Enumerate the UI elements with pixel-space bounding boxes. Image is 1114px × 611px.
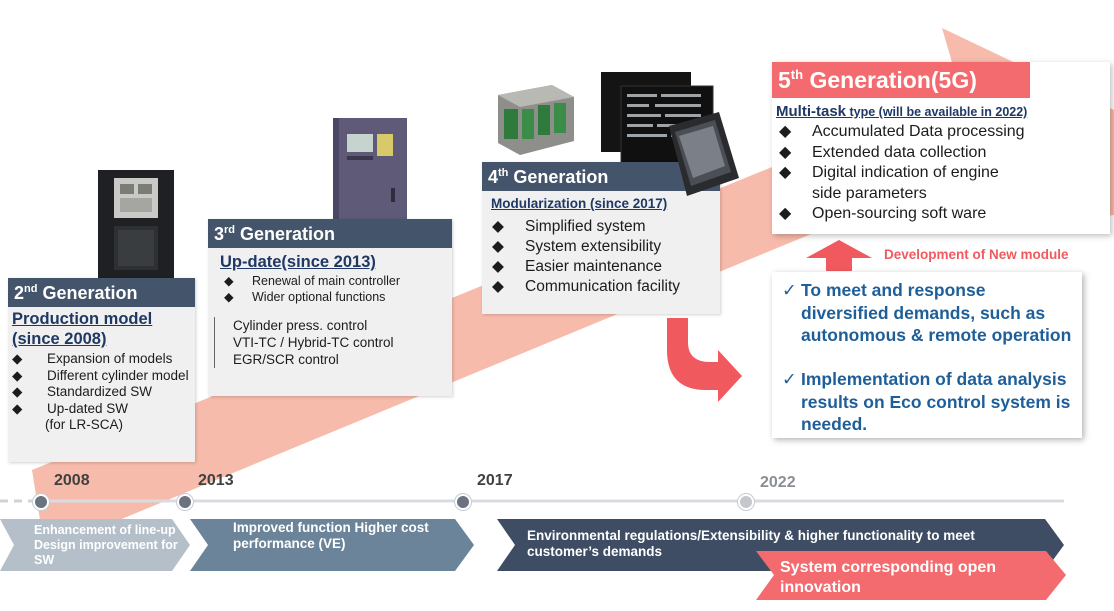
gen3-control-item: VTI-TC / Hybrid-TC control [233, 335, 394, 350]
gen4-item: Communication facility [492, 277, 720, 297]
chevron-phase-2 [190, 519, 474, 571]
gen5-item: Open-sourcing soft ware [779, 204, 1110, 225]
gen4-item: Simplified system [492, 217, 720, 237]
timeline-dot-icon [455, 494, 471, 510]
module-unit-image [494, 85, 576, 157]
check-icon: ✓ [782, 369, 797, 389]
gen3-list: Renewal of main controller Wider optiona… [208, 272, 452, 305]
gen5-box: 5th Generation(5G) Multi-task type (will… [772, 62, 1110, 234]
gen2-item-note: (for LR-SCA) [45, 417, 124, 432]
gen3-controls: Cylinder press. control VTI-TC / Hybrid-… [214, 317, 452, 368]
gen5-item: Extended data collection [779, 143, 1110, 164]
gen3-control-item: Cylinder press. control [233, 318, 368, 333]
chevron-phase-1 [0, 519, 190, 571]
gen3-item: Renewal of main controller [224, 274, 452, 290]
gen4-item: System extensibility [492, 237, 720, 257]
gen2-title: 2nd Generation [8, 278, 195, 307]
year-2022: 2022 [760, 474, 796, 491]
gen2-box: 2nd Generation Production model (since 2… [8, 278, 195, 462]
gen3-subtitle: Up-date(since 2013) [220, 253, 376, 271]
gen3-item: Wider optional functions [224, 290, 452, 306]
requirements-box [772, 272, 1082, 438]
gen3-title: 3rd Generation [208, 219, 452, 248]
gen2-list: Expansion of models Different cylinder m… [8, 349, 195, 417]
gen2-item: Up-dated SW [12, 401, 195, 418]
development-label: Development of New module [884, 247, 1069, 262]
gen3-control-item: EGR/SCR control [233, 352, 339, 367]
gen3-box: 3rd Generation Up-date(since 2013) Renew… [208, 219, 452, 396]
chevron-phase-4 [756, 551, 1066, 600]
gen2-item: Different cylinder model [12, 368, 195, 385]
year-2008: 2008 [54, 472, 90, 489]
gen4-list: Simplified system System extensibility E… [482, 212, 720, 297]
up-arrow-icon [806, 240, 872, 271]
gen5-list: Accumulated Data processing Extended dat… [772, 121, 1110, 225]
gen2-subtitle: Production model (since 2008) [12, 310, 153, 348]
gen2-item: Expansion of models [12, 351, 195, 368]
requirement-item: ✓ To meet and response diversified deman… [782, 280, 1072, 345]
year-2013: 2013 [198, 472, 234, 489]
timeline-dot-icon [738, 494, 754, 510]
gen5-subtitle: Multi-task type (will be available in 20… [776, 103, 1028, 120]
phase-1-text: Enhancement of line-up Design improvemen… [34, 523, 178, 567]
gen4-subtitle: Modularization (since 2017) [491, 196, 668, 211]
touch-panel-image [655, 112, 739, 198]
gen4-item: Easier maintenance [492, 257, 720, 277]
timeline-dot-icon [177, 494, 193, 510]
gen2-item: Standardized SW [12, 384, 195, 401]
year-2017: 2017 [477, 472, 513, 489]
gen4-box: 4th Generation Modularization (since 201… [482, 162, 720, 314]
timeline-dot-icon [33, 494, 49, 510]
phase-2-text: Improved function Higher cost performanc… [233, 520, 429, 551]
gen5-title: 5th Generation(5G) [772, 62, 1030, 98]
gen5-item: Accumulated Data processing [779, 122, 1110, 143]
curved-arrow-icon [667, 318, 742, 402]
phase-3-text: Environmental regulations/Extensibility … [527, 528, 975, 559]
controller-cabinet-image-2008 [98, 170, 174, 278]
check-icon: ✓ [782, 280, 797, 300]
phase-4-text: System corresponding open innovation [780, 559, 997, 596]
requirement-item: ✓ Implementation of data analysis result… [782, 369, 1071, 434]
